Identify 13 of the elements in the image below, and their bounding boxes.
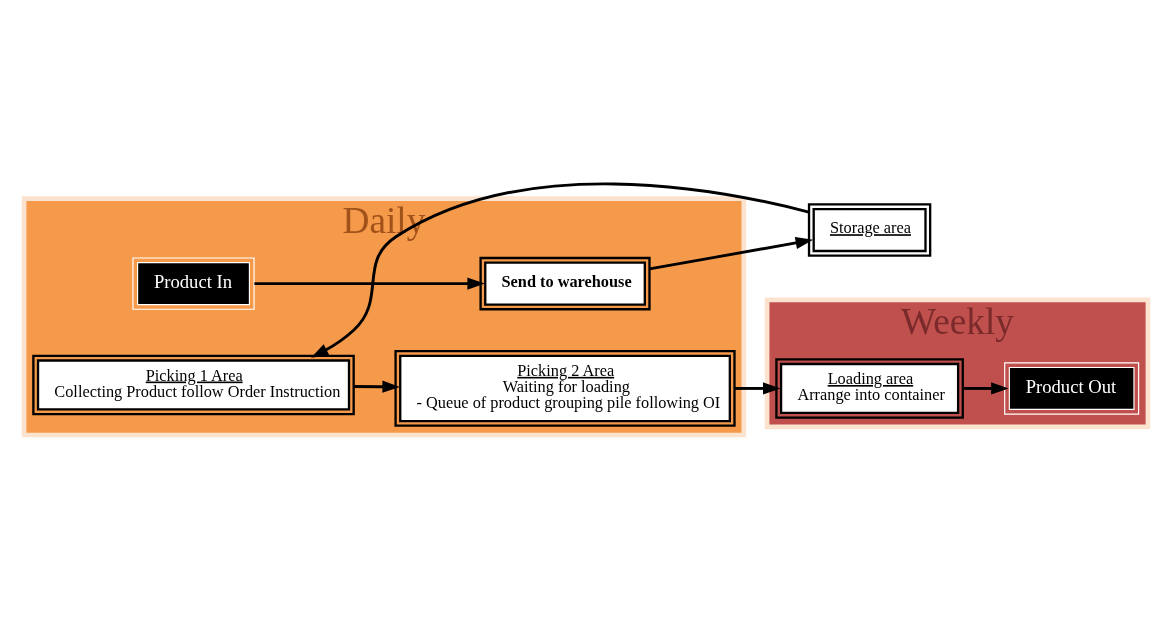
node-box: Picking 1 Area Collecting Product follow Order Instruction — [32, 354, 355, 416]
arrow — [963, 382, 1009, 395]
node-box: Storage area — [807, 203, 932, 257]
node-box: Picking 2 Area Waiting for loading - Queue of product grouping pile following OI — [394, 350, 736, 427]
node-box: Product In — [132, 257, 255, 310]
node-box: Loading area Arrange into container — [775, 358, 964, 419]
arrow — [734, 382, 781, 395]
node-box: Send to warehouse — [479, 256, 651, 311]
arrow — [649, 236, 814, 271]
arrow — [310, 182, 810, 358]
arrow — [254, 277, 485, 290]
arrow — [353, 380, 400, 393]
node-box: Product Out — [1004, 362, 1140, 415]
